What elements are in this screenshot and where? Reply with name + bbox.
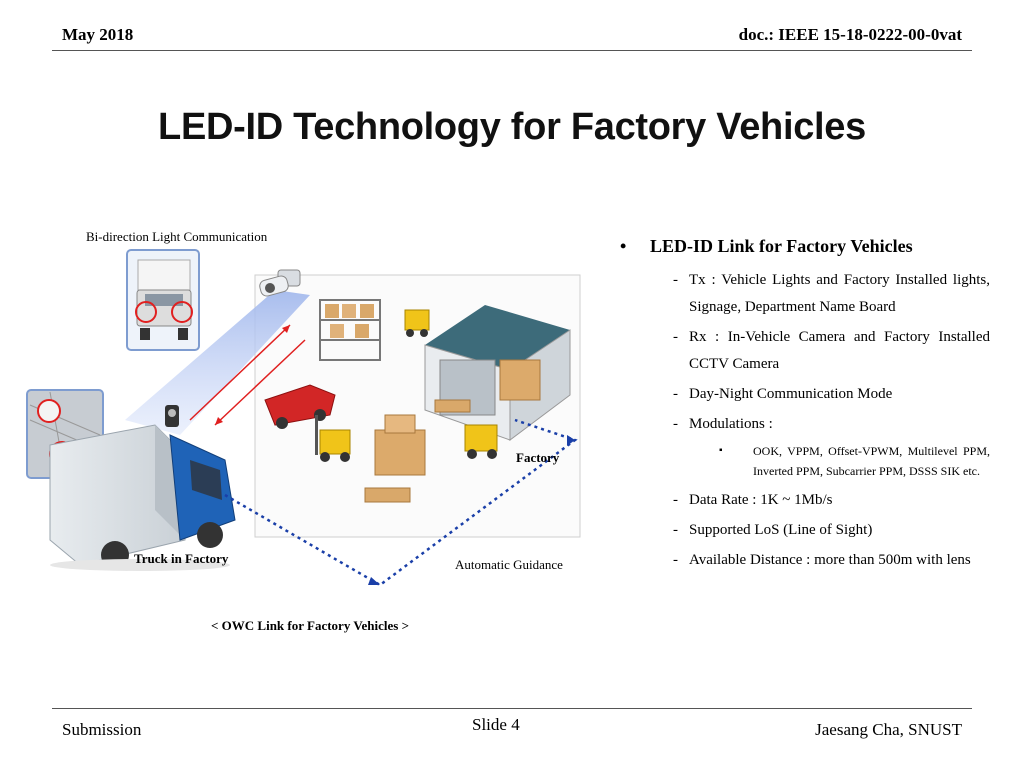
square-bullet-icon: ▪ [719, 445, 723, 456]
label-truck: Truck in Factory [134, 551, 229, 566]
bullet-main: • LED-ID Link for Factory Vehicles [615, 236, 990, 257]
downlink-arrow [214, 339, 306, 426]
pallet-illustration [364, 487, 411, 503]
forklift-icon [315, 415, 351, 462]
factory-illustration [26, 249, 581, 587]
header-date: May 2018 [62, 25, 134, 44]
forklift-icon [404, 309, 430, 337]
box-stack-illustration [374, 359, 541, 476]
bullet-marker: • [620, 236, 627, 256]
bullet-sub-item: - Day-Night Communication Mode [673, 386, 893, 402]
label-guidance: Automatic Guidance [455, 557, 563, 572]
figure-caption: < OWC Link for Factory Vehicles > [211, 618, 410, 633]
truck-front-inset [126, 249, 200, 351]
footer-slide-number: Slide 4 [472, 715, 520, 734]
owc-figure [20, 220, 600, 620]
warehouse-illustration [424, 305, 571, 441]
bullet-sub-item: - Modulations : [673, 416, 773, 432]
label-factory: Factory [516, 450, 560, 465]
bullet-list: • LED-ID Link for Factory Vehicles - Tx … [615, 236, 990, 577]
bullet-sub-item: - Rx : In-Vehicle Camera and Factory Ins… [673, 329, 990, 372]
bullet-sub-item: - Tx : Vehicle Lights and Factory Instal… [673, 272, 990, 315]
cctv-camera-icon [259, 269, 301, 297]
forklift-icon [464, 424, 498, 459]
shelf-illustration [319, 299, 381, 361]
header-doc-id: doc.: IEEE 15-18-0222-00-0vat [738, 25, 962, 44]
bullet-sub-item: - Available Distance : more than 500m wi… [673, 552, 971, 568]
uplink-arrow [189, 324, 291, 421]
bullet-subsub-item: ▪ OOK, VPPM, Offset-VPWM, Multilevel PPM… [615, 441, 990, 481]
truck-illustration [49, 405, 236, 569]
light-beam [125, 290, 310, 435]
header-rule [52, 50, 972, 51]
footer-author: Jaesang Cha, SNUST [815, 720, 962, 739]
footer-rule [52, 708, 972, 709]
pallet-illustration [434, 399, 471, 413]
bullet-sub-item: - Data Rate : 1K ~ 1Mb/s [673, 492, 833, 508]
footer-submission: Submission [62, 720, 142, 739]
slide-title: LED-ID Technology for Factory Vehicles [158, 106, 866, 148]
caption-bidirection: Bi-direction Light Communication [86, 229, 268, 244]
bullet-main-text: LED-ID Link for Factory Vehicles [650, 236, 913, 256]
bullet-sub-item: - Supported LoS (Line of Sight) [673, 522, 873, 538]
